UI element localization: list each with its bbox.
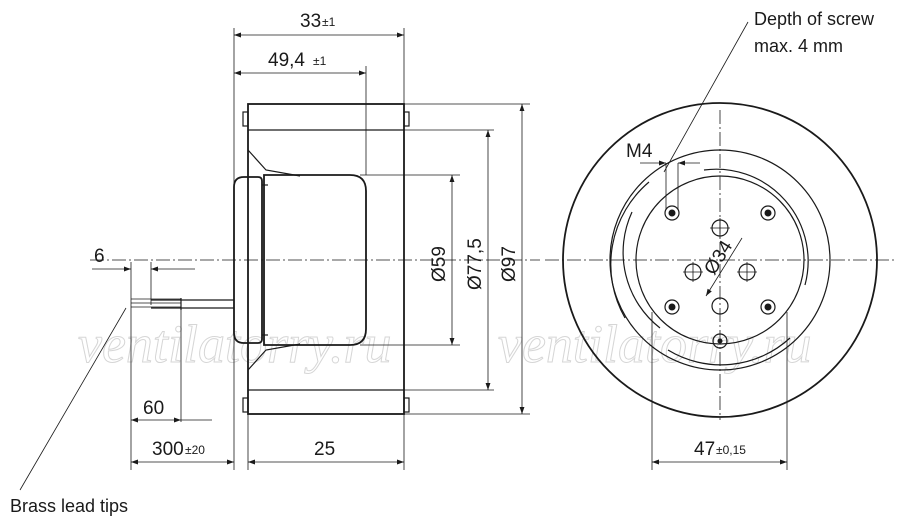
screw-depth-note-line2: max. 4 mm: [754, 36, 843, 56]
dim-49-4-tolerance: ±1: [313, 54, 327, 68]
front-view: Ø34 M4 Depth of screw max. 4 mm 47 ±0,15: [545, 9, 895, 470]
mounting-holes: [664, 205, 776, 349]
dia-34-label: Ø34: [700, 237, 737, 279]
dia-97-label: Ø97: [499, 246, 520, 282]
dim-25-label: 25: [314, 439, 335, 460]
dim-33-label: 33: [300, 11, 321, 32]
dim-33-tolerance: ±1: [322, 15, 336, 29]
dim-6-label: 6: [94, 246, 105, 267]
dim-47-tolerance: ±0,15: [716, 443, 746, 457]
thread-m4-label: M4: [626, 141, 653, 162]
dim-300-tolerance: ±20: [185, 443, 205, 457]
dim-300-label: 300: [152, 439, 184, 460]
screw-depth-note-line1: Depth of screw: [754, 9, 875, 29]
dim-49-4-label: 49,4: [268, 50, 305, 71]
dia-77-5-label: Ø77,5: [465, 238, 486, 290]
dim-60-label: 60: [143, 398, 164, 419]
dia-59-label: Ø59: [429, 246, 450, 282]
dim-47-label: 47: [694, 439, 715, 460]
side-view: 33 ±1 49,4 ±1 6 60 300 ±20 25 Ø59 Ø77,5 …: [10, 11, 540, 516]
brass-lead-tips-note: Brass lead tips: [10, 496, 128, 516]
